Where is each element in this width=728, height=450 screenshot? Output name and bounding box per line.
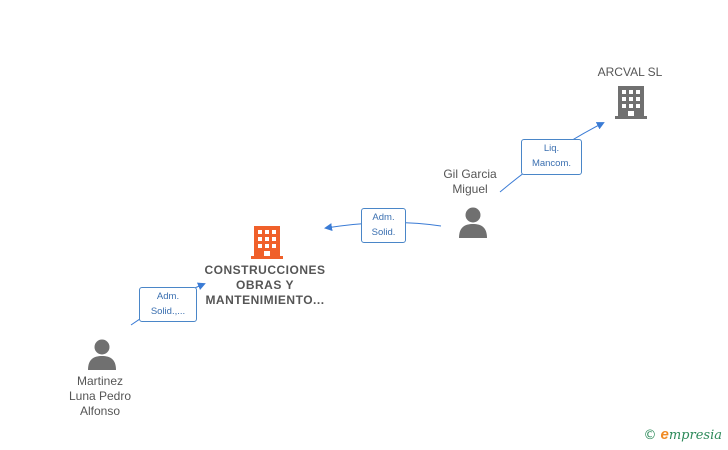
edge-label-adm-solid-more[interactable]: Adm. Solid.,... <box>139 287 197 322</box>
edge-label-adm-solid[interactable]: Adm. Solid. <box>361 208 406 243</box>
copyright-symbol: © <box>643 428 657 443</box>
node-label-martinez-luna-pedro-alfonso[interactable]: Martinez Luna Pedro Alfonso <box>68 374 132 418</box>
building-icon[interactable] <box>615 85 647 119</box>
node-label-construcciones[interactable]: CONSTRUCCIONES OBRAS Y MANTENIMIENTO... <box>204 263 326 307</box>
node-label-gil-garcia-miguel[interactable]: Gil Garcia Miguel <box>443 167 497 196</box>
brand-name: mpresia <box>668 428 722 443</box>
brand-initial: e <box>660 426 669 443</box>
building-icon[interactable] <box>251 225 283 259</box>
edge-label-liq-mancom[interactable]: Liq. Mancom. <box>521 139 582 175</box>
person-icon[interactable] <box>86 338 118 370</box>
node-label-arcval[interactable]: ARCVAL SL <box>597 65 663 79</box>
person-icon[interactable] <box>457 206 489 238</box>
empresia-logo: ©empresia <box>644 426 722 443</box>
